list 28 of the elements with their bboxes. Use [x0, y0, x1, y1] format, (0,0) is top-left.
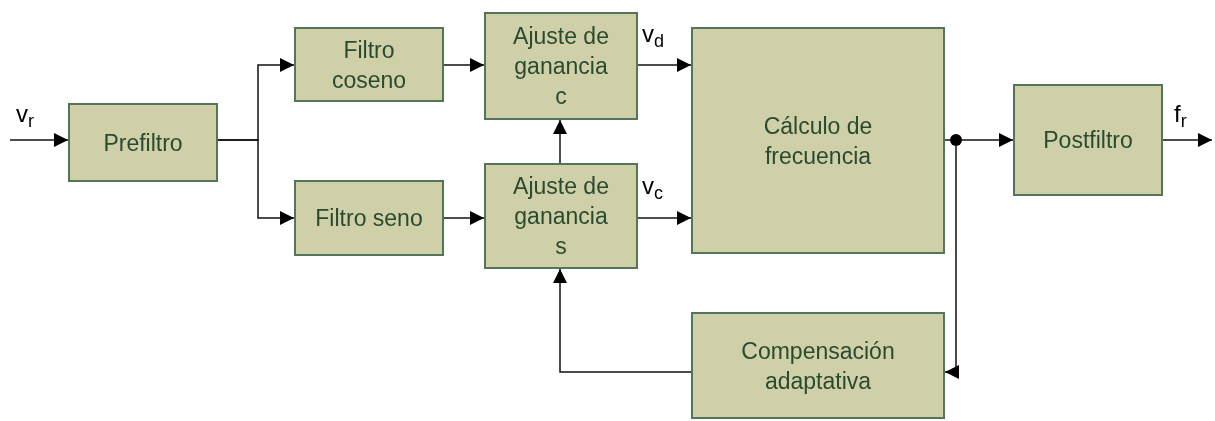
arrow: [9, 133, 69, 147]
arrow: [553, 119, 567, 164]
connector-line: [944, 139, 951, 141]
block-label: Postfiltro: [1043, 126, 1133, 155]
block-box: [691, 27, 945, 254]
arrow: [217, 139, 295, 225]
block-box: [294, 180, 444, 256]
block-label: Prefiltro: [103, 128, 183, 158]
block-box: [691, 312, 945, 419]
arrow: [443, 211, 485, 225]
block-label: Filtro coseno: [330, 35, 408, 95]
block-label: Cálculo de frecuencia: [762, 111, 874, 171]
block-label: Compensación adaptativa: [740, 336, 896, 396]
block-box: [484, 163, 638, 269]
block-label: Ajuste de ganancia s: [512, 172, 610, 261]
arrow: [1162, 133, 1213, 147]
arrow: [944, 145, 959, 379]
block-box: [1013, 84, 1163, 196]
block-label: Filtro seno: [315, 204, 423, 233]
block-box: [294, 27, 444, 102]
arrow: [443, 58, 485, 72]
arrow: [553, 268, 692, 373]
arrow: [961, 133, 1014, 147]
block-label: Ajuste de ganancia c: [512, 22, 610, 111]
arrow: [637, 58, 692, 72]
block-box: [484, 12, 638, 120]
block-box: [68, 103, 218, 182]
arrow: [637, 211, 692, 225]
